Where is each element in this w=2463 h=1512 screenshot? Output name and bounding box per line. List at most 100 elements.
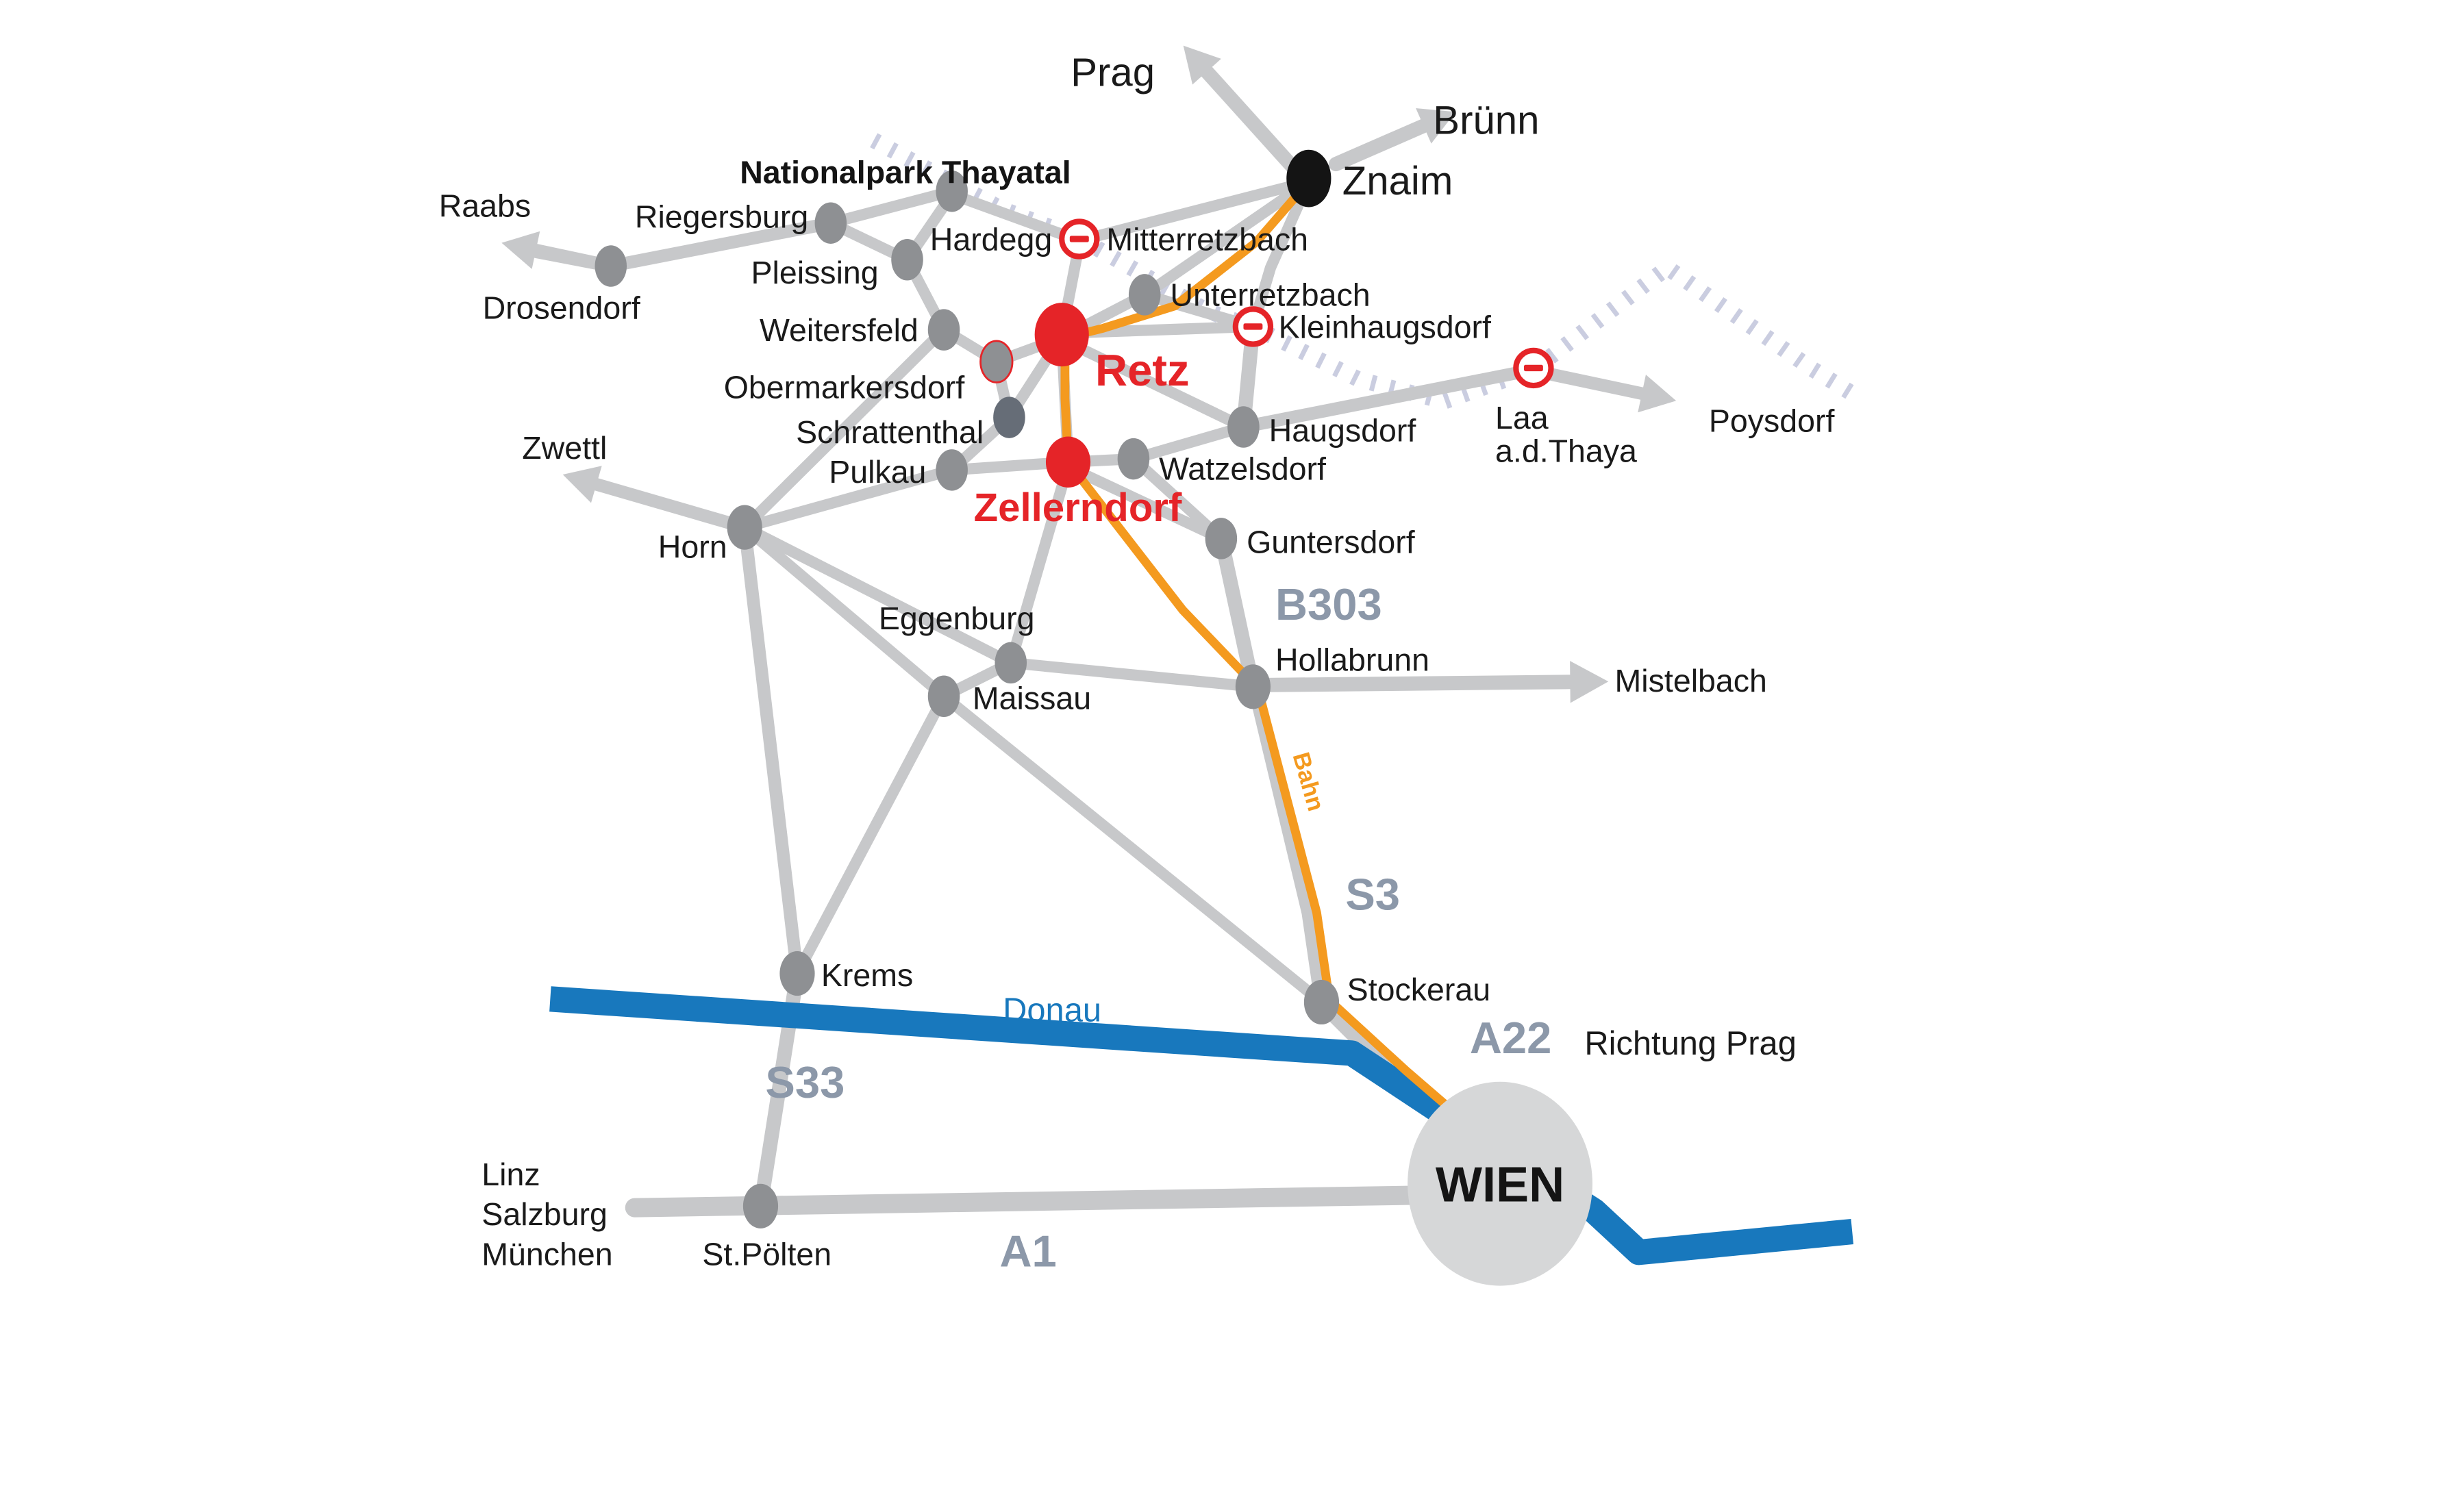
road-horn-pulkau (739, 464, 958, 533)
road-watzelsdorf-guntersdorf (1127, 453, 1227, 544)
place-label-zwettl: Zwettl (522, 430, 607, 466)
town-dot-riegersburg (814, 202, 847, 244)
road-haugsdorf-watzelsdorf (1127, 421, 1249, 465)
place-label-line: München (482, 1236, 612, 1272)
town-dot-retz (1034, 303, 1089, 367)
place-label-bruenn: Brünn (1433, 98, 1539, 142)
road-horn-krems (738, 520, 804, 980)
border-crossing-kleinhaugsdorf-bar-icon (1243, 323, 1263, 330)
arrow-prag-shaft (1199, 64, 1302, 177)
town-dot-schrattenthal (993, 396, 1025, 438)
town-dot-pleissing (891, 238, 923, 281)
road-horn-weitersfeld (739, 324, 950, 533)
place-label-stpoelten: St.Pölten (702, 1236, 832, 1272)
place-label-horn: Horn (658, 529, 727, 564)
s33-label: S33 (765, 1057, 845, 1107)
arrow-poysdorf-shaft (1530, 364, 1649, 400)
place-label-maissau: Maissau (973, 680, 1091, 716)
road-eggenburg-zellerndorf (1005, 459, 1074, 669)
place-label-eggenburg: Eggenburg (879, 601, 1035, 636)
place-label-watzelsdorf: Watzelsdorf (1159, 451, 1326, 486)
place-label-mitterretzbach: Mitterretzbach (1106, 221, 1308, 257)
town-dot-haugsdorf (1227, 406, 1260, 448)
place-label-hollabrunn: Hollabrunn (1275, 642, 1429, 678)
arrow-zwettl-shaft (590, 477, 751, 534)
place-label-line: Laa (1495, 400, 1549, 436)
town-dot-znaim (1286, 149, 1331, 207)
road-riegersburg-hardegg (825, 186, 958, 229)
town-dot-krems (779, 951, 815, 996)
town-dot-stpoelten (742, 1183, 779, 1228)
place-label-krems: Krems (821, 957, 913, 993)
place-label-retz: Retz (1095, 345, 1190, 395)
town-dot-drosendorf (595, 245, 627, 287)
place-label-drosendorf: Drosendorf (483, 290, 640, 325)
a1-label: A1 (999, 1226, 1056, 1276)
place-label-unterretzbach: Unterretzbach (1170, 277, 1370, 313)
place-label-prag: Prag (1071, 51, 1155, 95)
arrow-zwettl-head-icon (562, 466, 602, 503)
place-label-schrattenthal: Schrattenthal (796, 414, 984, 450)
place-label-zellerndorf: Zellerndorf (974, 486, 1182, 530)
town-dot-weitersfeld (927, 309, 960, 351)
place-label-haugsdorf: Haugsdorf (1269, 412, 1416, 448)
town-dot-zellerndorf (1045, 436, 1091, 488)
town-dot-pulkau (936, 449, 968, 491)
place-label-pleissing: Pleissing (751, 255, 878, 290)
place-label-obermarkersdorf: Obermarkersdorf (724, 370, 965, 405)
place-label-stockerau: Stockerau (1347, 972, 1490, 1007)
arrow-raabs-head-icon (501, 231, 540, 269)
bahn-label: Bahn (1288, 749, 1330, 814)
arrow-mistelbach-head-icon (1570, 661, 1609, 703)
place-label-riegersburg: Riegersburg (635, 199, 808, 235)
border-crossing-hardegg-bar-icon (1069, 236, 1089, 242)
arrow-poysdorf-head-icon (1638, 375, 1677, 413)
arrow-mistelbach-shaft (1252, 675, 1577, 692)
road-guntersdorf-hollabrunn (1214, 531, 1260, 694)
town-dot-obermarkersdorf (979, 340, 1014, 383)
s3-label: S3 (1345, 870, 1400, 920)
place-label-mistelbach: Mistelbach (1615, 663, 1767, 698)
place-label-poysdorf: Poysdorf (1709, 403, 1835, 439)
place-label-hardegg: Hardegg (930, 221, 1052, 257)
town-dot-hollabrunn (1235, 664, 1271, 709)
place-label-znaim: Znaim (1342, 159, 1453, 203)
place-label-line: a.d.Thaya (1495, 433, 1637, 469)
arrow-bruenn-head-icon (1416, 108, 1456, 144)
town-dot-guntersdorf (1205, 518, 1238, 559)
town-dot-unterretzbach (1128, 274, 1161, 316)
road-haugsdorf-laa (1237, 363, 1540, 433)
b303-label: B303 (1275, 579, 1382, 629)
town-dot-horn (727, 505, 762, 550)
road-retz-haugsdorf (1059, 335, 1249, 433)
arrow-prag-head-icon (1183, 45, 1221, 85)
wien-label: WIEN (1436, 1157, 1564, 1212)
road-s3-hollabrunn-stockerau (1247, 681, 1326, 1007)
road-eggenburg-hollabrunn (1005, 657, 1259, 692)
place-label-line: Linz (482, 1157, 540, 1192)
place-label-pulkau: Pulkau (829, 454, 926, 490)
place-label-kleinhaugsdorf: Kleinhaugsdorf (1279, 309, 1491, 344)
road-zellerndorf-guntersdorf (1066, 462, 1227, 544)
road-znaim-kleinhaugsdorf (1247, 176, 1314, 333)
place-label-guntersdorf: Guntersdorf (1247, 524, 1415, 559)
place-label-line: Salzburg (482, 1196, 608, 1232)
arrow-bruenn-shaft (1328, 118, 1431, 172)
wien-circle (1408, 1081, 1592, 1286)
road-horn-maissau (739, 521, 950, 702)
donau-label: Donau (1003, 992, 1101, 1029)
town-dot-watzelsdorf (1117, 438, 1150, 480)
road-horn-eggenburg (739, 521, 1016, 669)
town-dot-eggenburg (995, 642, 1027, 684)
town-dot-hardegg (936, 170, 968, 212)
road-maissau-krems (791, 690, 950, 979)
place-label-weitersfeld: Weitersfeld (760, 312, 918, 348)
town-dot-stockerau (1303, 979, 1340, 1025)
town-dot-maissau (927, 675, 960, 717)
richtung-prag-label: Richtung Prag (1584, 1025, 1797, 1062)
road-maissau-stockerau (938, 690, 1327, 1008)
